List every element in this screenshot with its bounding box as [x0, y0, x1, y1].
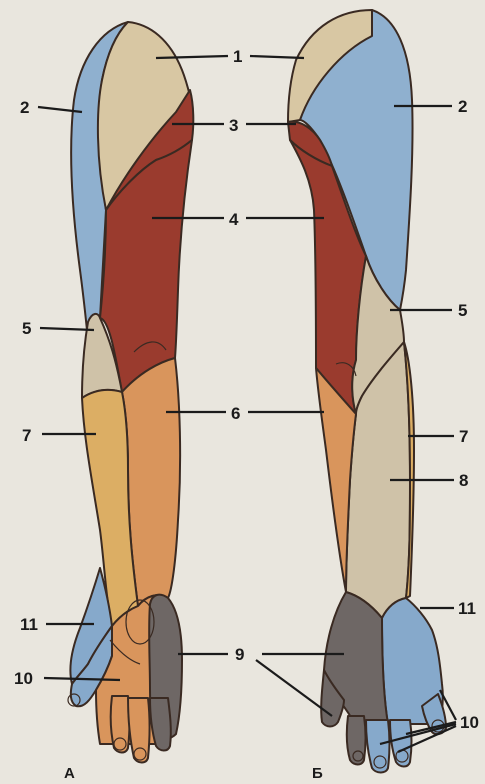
- label-1: 1: [233, 47, 242, 66]
- view-label-anterior: А: [64, 765, 75, 782]
- label-10-right: 10: [460, 713, 479, 732]
- label-8: 8: [459, 471, 468, 490]
- label-4: 4: [229, 210, 239, 229]
- leader-9-diagonal: [256, 660, 332, 716]
- label-7-right: 7: [459, 427, 468, 446]
- finger-ring-posterior: [390, 720, 412, 767]
- label-3: 3: [229, 116, 238, 135]
- label-2-right: 2: [458, 97, 467, 116]
- label-5-left: 5: [22, 319, 31, 338]
- label-11-right: 11: [458, 599, 476, 618]
- label-9: 9: [235, 645, 244, 664]
- leader-1-right: [250, 56, 304, 58]
- label-7-left: 7: [22, 426, 31, 445]
- label-5-right: 5: [458, 301, 467, 320]
- label-10-left: 10: [14, 669, 33, 688]
- view-label-posterior: Б: [312, 765, 323, 782]
- arm-posterior: [288, 10, 446, 773]
- label-2-left: 2: [20, 98, 29, 117]
- arm-anterior: [68, 22, 193, 763]
- label-6: 6: [231, 404, 240, 423]
- label-11-left: 11: [20, 615, 38, 634]
